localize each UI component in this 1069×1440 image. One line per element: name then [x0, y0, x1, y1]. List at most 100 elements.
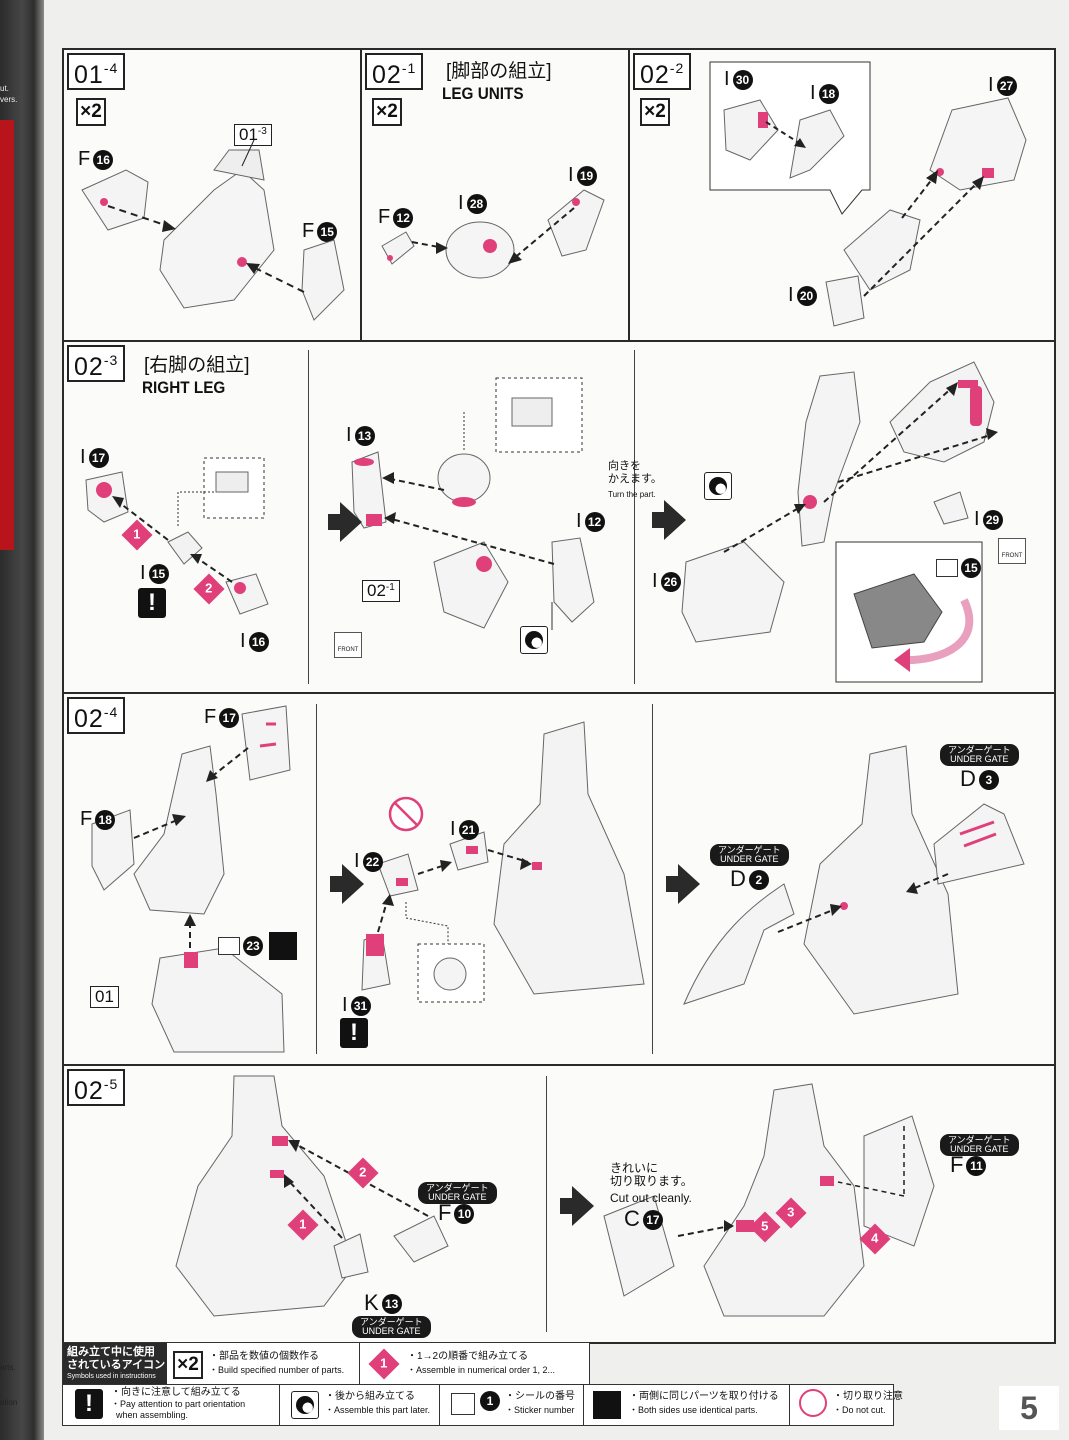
legend-item-en: ・Assemble in numerical order 1, 2...	[407, 1365, 556, 1375]
symbol-legend-row-1: 組み立て中に使用 されているアイコン Symbols used in instr…	[62, 1342, 590, 1386]
step-number: 01-4	[67, 53, 126, 90]
step-number: 02-5	[67, 1069, 126, 1106]
step-number: 02-4	[67, 697, 126, 734]
cut-note-en: Cut out cleanly.	[610, 1191, 692, 1205]
panel-divider	[546, 1076, 547, 1332]
assemble-later-icon	[704, 472, 732, 500]
panel-divider	[634, 350, 635, 684]
legend-item-en: ・Sticker number	[505, 1405, 575, 1415]
legend-item-en: ・Pay attention to part orientation when …	[111, 1399, 246, 1420]
sticker-number-23: 23	[218, 932, 297, 960]
panel-divider	[652, 704, 653, 1054]
legend-item-jp: ・両側に同じパーツを取り付ける	[629, 1391, 779, 1402]
quantity-x2-icon: ×2	[372, 98, 402, 126]
quantity-x2-icon: ×2	[640, 98, 670, 126]
legend-item-en: ・Assemble this part later.	[325, 1405, 431, 1415]
step-02-4-panel: 02-4	[62, 692, 1056, 1066]
step-02-5-illustration	[175, 1075, 935, 1317]
orientation-warning-icon: !	[75, 1389, 103, 1419]
step-01-4-illustration	[81, 139, 345, 321]
next-step-arrow-icon	[652, 500, 686, 540]
assemble-later-icon	[520, 626, 548, 654]
do-not-cut-icon	[799, 1389, 827, 1417]
step-number: 02-3	[67, 345, 126, 382]
legend-item-jp: ・部品を数値の個数作る	[209, 1351, 319, 1362]
quantity-x2-icon: ×2	[76, 98, 106, 126]
sticker-number-15: 15	[936, 558, 981, 578]
spine-text-2: vers.	[0, 95, 18, 104]
step-02-1-illustration	[381, 189, 605, 279]
orientation-warning-icon: !	[138, 588, 166, 618]
step-title-en: RIGHT LEG	[142, 378, 226, 397]
legend-item-en: ・Build specified number of parts.	[209, 1365, 345, 1375]
reference-01-3: 01-3	[234, 124, 272, 146]
turn-part-note-jp: 向きを かえます。	[608, 460, 662, 485]
orientation-warning-icon: !	[340, 1018, 368, 1048]
legend-item-jp: ・切り取り注意	[833, 1391, 903, 1402]
symbol-legend-row-2: ! ・向きに注意して組み立てる ・Pay attention to part o…	[62, 1384, 903, 1426]
legend-item-jp: ・1→2の順番で組み立てる	[407, 1351, 529, 1362]
next-step-arrow-icon	[666, 864, 700, 904]
step-title-jp: [脚部の組立]	[446, 61, 552, 82]
order-1-icon: 1	[368, 1348, 400, 1380]
step-02-3-panel: 02-3 [右脚の組立] RIGHT LEG	[62, 340, 1056, 694]
step-number: 02-2	[633, 53, 692, 90]
spine-photo-strip	[0, 120, 14, 550]
spine-bottom-text-2: ation	[0, 1398, 18, 1407]
legend-item-en: ・Do not cut.	[833, 1405, 886, 1415]
legend-title: 組み立て中に使用 されているアイコン Symbols used in instr…	[63, 1343, 167, 1385]
turn-part-note-en: Turn the part.	[608, 490, 656, 499]
panel-divider	[316, 704, 317, 1054]
step-number: 02-1	[365, 53, 424, 90]
spine-bottom-text-1: arts.	[0, 1363, 16, 1372]
step-02-3-illustration	[85, 361, 998, 683]
sticker-number-icon: 1	[477, 1391, 500, 1411]
front-icon: FRONT	[334, 632, 362, 658]
book-spine: ut. vers. arts. ation	[0, 0, 44, 1440]
legend-item-jp: ・後から組み立てる	[325, 1391, 415, 1402]
step-title-en: LEG UNITS	[442, 84, 524, 103]
legend-item-jp: ・向きに注意して組み立てる	[111, 1387, 241, 1398]
next-step-arrow-icon	[328, 502, 362, 542]
legend-item-en: ・Both sides use identical parts.	[629, 1405, 758, 1415]
both-sides-icon	[593, 1391, 621, 1419]
sticker-icon	[451, 1393, 475, 1415]
spine-text-1: ut.	[0, 84, 9, 93]
legend-item-jp: ・シールの番号	[505, 1391, 575, 1402]
panel-divider	[308, 350, 309, 684]
next-step-arrow-icon	[330, 864, 364, 904]
front-icon: FRONT	[998, 538, 1026, 564]
quantity-x2-icon: ×2	[173, 1351, 203, 1379]
